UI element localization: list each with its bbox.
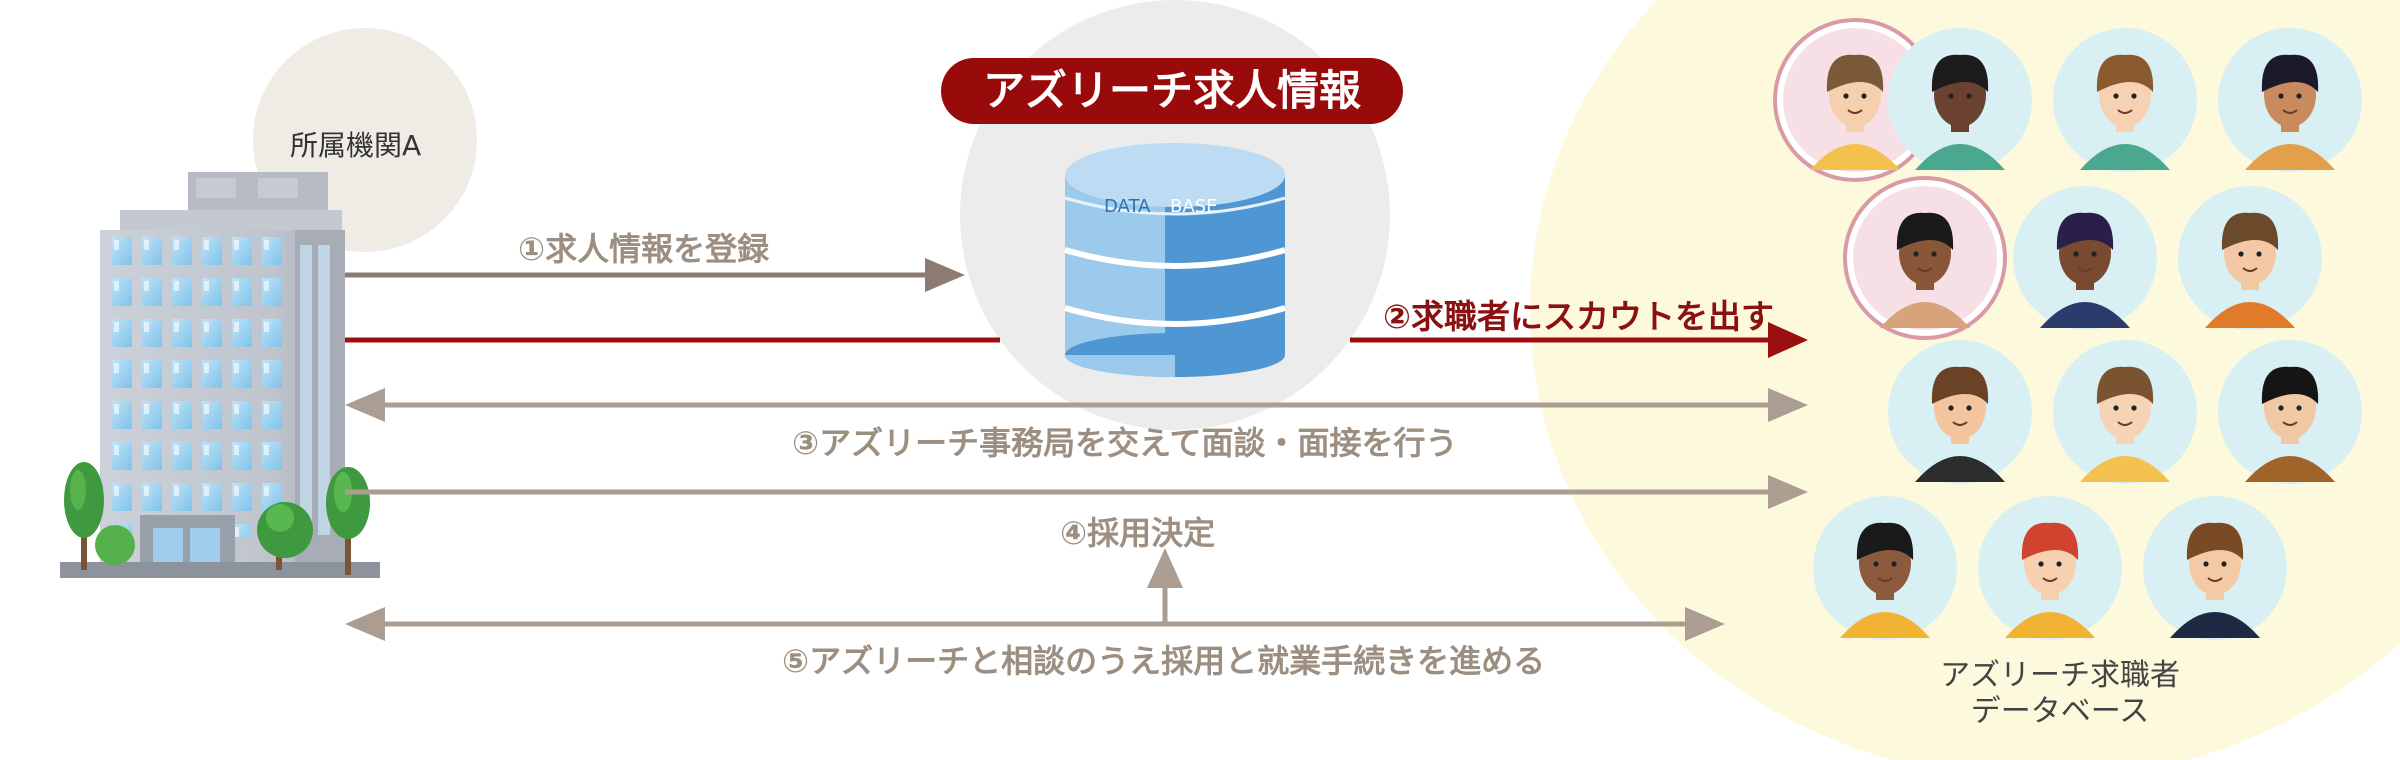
step4-label: ④採用決定: [1060, 514, 1216, 552]
database-cylinder-icon: DATA BASE: [1064, 143, 1286, 377]
cylinder-text-left: DATA: [1104, 196, 1151, 217]
job-seeker-avatar: [1888, 28, 2032, 172]
office-building-icon: [60, 172, 380, 578]
step5-arrow: [345, 548, 1725, 641]
job-seeker-avatar: [1813, 496, 1957, 640]
seeker-label-line1: アズリーチ求職者: [1940, 658, 2180, 693]
step1-arrow: [345, 258, 965, 292]
job-seeker-avatar: [2053, 28, 2197, 172]
job-seeker-avatar: [1978, 496, 2122, 640]
seeker-label-line2: データベース: [1970, 694, 2150, 729]
job-seeker-avatar: [2218, 28, 2362, 172]
tree-icon: [64, 462, 370, 575]
job-seeker-avatar: [2143, 496, 2287, 640]
job-seeker-avatar: [1843, 176, 2007, 340]
job-seeker-avatars: [1773, 18, 2362, 640]
step3-label: ③アズリーチ事務局を交えて面談・面接を行う: [792, 424, 1458, 462]
step3-arrow: [345, 388, 1808, 422]
cylinder-text-right: BASE: [1170, 196, 1217, 217]
step2-arrow: [345, 322, 1808, 358]
job-seeker-avatar: [2013, 186, 2157, 330]
job-seeker-avatar: [2053, 340, 2197, 484]
step1-label: ①求人情報を登録: [518, 230, 770, 268]
job-seeker-avatar: [2218, 340, 2362, 484]
seeker-database-label: アズリーチ求職者 データベース: [1900, 658, 2220, 730]
job-seeker-avatar: [2178, 186, 2322, 330]
step5-label: ⑤アズリーチと相談のうえ採用と就業手続きを進める: [782, 642, 1546, 680]
step2-label: ②求職者にスカウトを出す: [1383, 297, 1774, 336]
organization-label: 所属機関A: [290, 129, 422, 162]
database-title-badge: アズリーチ求人情報: [941, 58, 1403, 124]
job-seeker-avatar: [1888, 340, 2032, 484]
step4-arrow: [345, 475, 1808, 509]
